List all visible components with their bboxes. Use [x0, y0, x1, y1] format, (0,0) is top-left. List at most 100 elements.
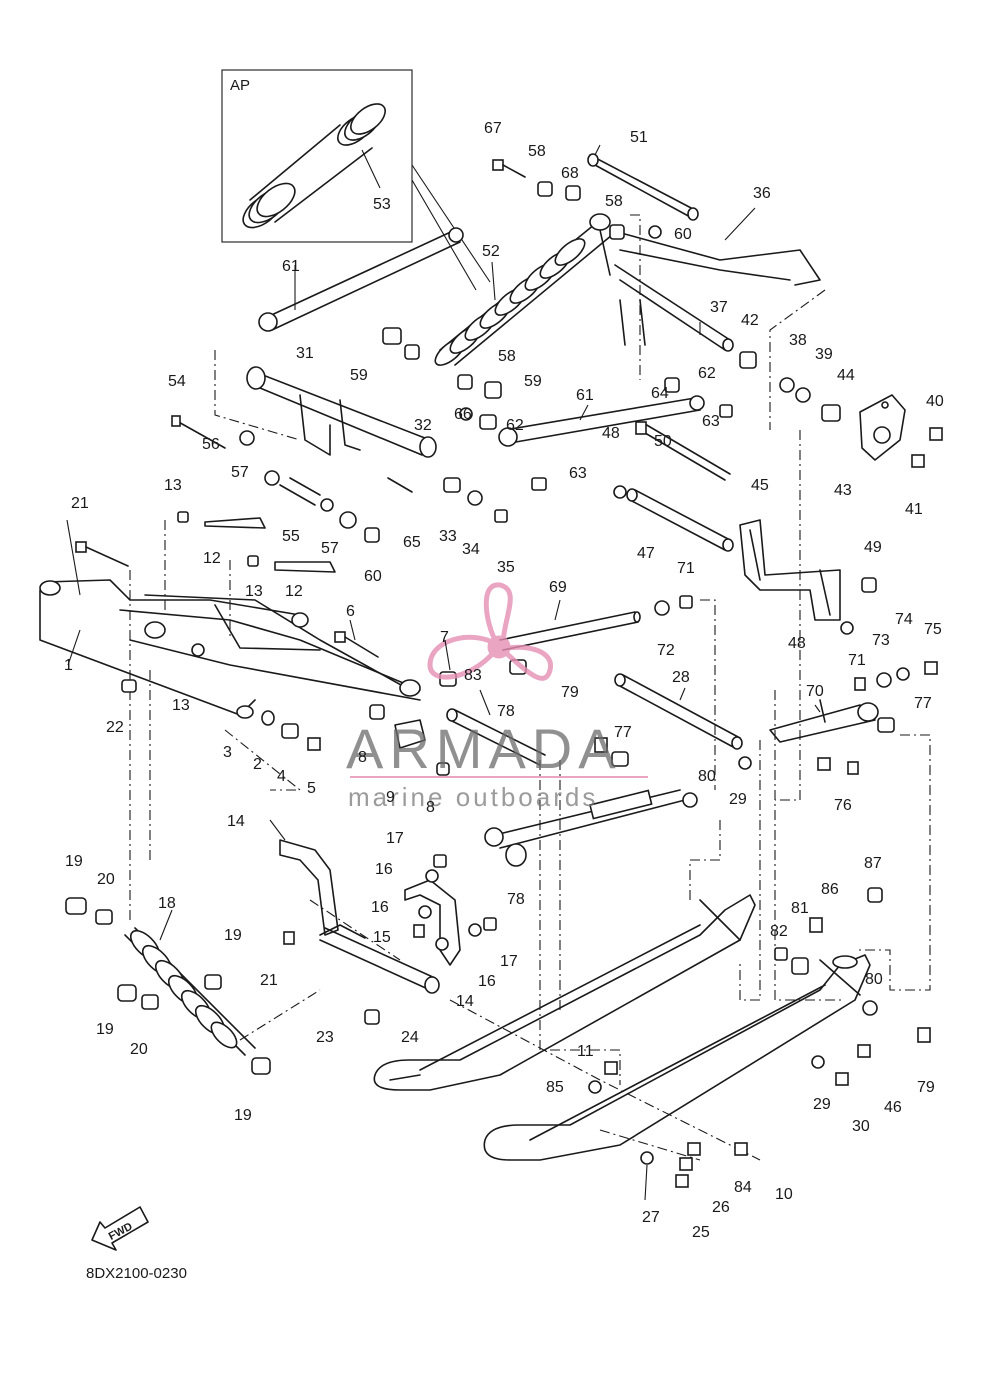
callout-49: 49: [864, 539, 882, 556]
callout-42: 42: [741, 312, 759, 329]
callout-81: 81: [791, 900, 809, 917]
callout-75: 75: [924, 621, 942, 638]
shaft-83: [446, 708, 546, 766]
assembly-guide-lines: [129, 214, 931, 1161]
shaft-28: [614, 673, 743, 750]
callout-57b: 57: [321, 540, 339, 557]
callout-51: 51: [630, 129, 648, 146]
callout-37: 37: [710, 299, 728, 316]
callout-77a: 77: [614, 724, 632, 741]
callout-62a: 62: [698, 365, 716, 382]
callout-80a: 80: [698, 768, 716, 785]
callout-15: 15: [373, 929, 391, 946]
callout-48a: 48: [602, 425, 620, 442]
callout-50: 50: [654, 433, 672, 450]
callout-24: 24: [401, 1029, 419, 1046]
inset-label: AP: [230, 77, 250, 94]
callout-8a: 8: [358, 749, 367, 766]
callout-47: 47: [637, 545, 655, 562]
watermark-brand: ARMADA: [346, 717, 622, 780]
callout-34: 34: [462, 541, 480, 558]
callout-44: 44: [837, 367, 855, 384]
callout-76: 76: [834, 797, 852, 814]
callout-57a: 57: [231, 464, 249, 481]
callout-86: 86: [821, 881, 839, 898]
callout-10: 10: [775, 1186, 793, 1203]
callout-58c: 58: [498, 348, 516, 365]
callout-28: 28: [672, 669, 690, 686]
rod-47: [626, 488, 734, 552]
link-rod-61-upper: [258, 227, 464, 332]
callout-67: 67: [484, 120, 502, 137]
callout-8b: 8: [426, 799, 435, 816]
callout-27: 27: [642, 1209, 660, 1226]
callout-40: 40: [926, 393, 944, 410]
callout-62b: 62: [506, 417, 524, 434]
callout-38: 38: [789, 332, 807, 349]
callout-71b: 71: [848, 652, 866, 669]
callout-6: 6: [346, 603, 355, 620]
callout-60a: 60: [674, 226, 692, 243]
callout-18: 18: [158, 895, 176, 912]
callout-58a: 58: [528, 143, 546, 160]
callout-22: 22: [106, 719, 124, 736]
strap-14: [279, 839, 461, 966]
callout-79a: 79: [561, 684, 579, 701]
callout-4: 4: [277, 768, 286, 785]
callout-36: 36: [753, 185, 771, 202]
leader-53: [361, 149, 381, 189]
callout-35: 35: [497, 559, 515, 576]
callout-61a: 61: [282, 258, 300, 275]
front-shock-18: [124, 927, 256, 1056]
callout-78a: 78: [497, 703, 515, 720]
fwd-arrow: FWD: [91, 1206, 149, 1251]
callout-65: 65: [403, 534, 421, 551]
callout-14b: 14: [456, 993, 474, 1010]
callout-69: 69: [549, 579, 567, 596]
callout-31: 31: [296, 345, 314, 362]
callout-16c: 16: [478, 973, 496, 990]
callout-53: 53: [373, 196, 391, 213]
callout-13a: 13: [164, 477, 182, 494]
arm-31: [246, 366, 437, 458]
callout-79b: 79: [917, 1079, 935, 1096]
callout-19c: 19: [96, 1021, 114, 1038]
callout-16b: 16: [371, 899, 389, 916]
callout-23: 23: [316, 1029, 334, 1046]
callout-29b: 29: [813, 1096, 831, 1113]
ski-runner-right: [483, 954, 871, 1161]
link-rod-61-lower: [498, 395, 705, 447]
callout-41: 41: [905, 501, 923, 518]
leader-lines: [66, 144, 821, 1201]
shaft-69: [499, 611, 641, 651]
callout-58b: 58: [605, 193, 623, 210]
armada-watermark: ARMADA marine outboards: [346, 582, 648, 812]
bracket-45: [739, 519, 841, 621]
callout-55: 55: [282, 528, 300, 545]
callout-20a: 20: [97, 871, 115, 888]
callout-33: 33: [439, 528, 457, 545]
inset-frame: [221, 69, 413, 243]
callout-21b: 21: [260, 972, 278, 989]
callout-84: 84: [734, 1179, 752, 1196]
callout-45: 45: [751, 477, 769, 494]
callout-85: 85: [546, 1079, 564, 1096]
callout-68: 68: [561, 165, 579, 182]
callout-64: 64: [651, 385, 669, 402]
callout-21a: 21: [71, 495, 89, 512]
callout-46: 46: [884, 1099, 902, 1116]
callout-1: 1: [64, 657, 73, 674]
callout-7: 7: [440, 629, 449, 646]
callout-78b: 78: [507, 891, 525, 908]
callout-74: 74: [895, 611, 913, 628]
callout-66: 66: [454, 406, 472, 423]
callout-82: 82: [770, 923, 788, 940]
callout-29a: 29: [729, 791, 747, 808]
front-arm-1: [39, 579, 421, 719]
callout-77b: 77: [914, 695, 932, 712]
callout-83: 83: [464, 667, 482, 684]
callout-19d: 19: [234, 1107, 252, 1124]
callout-19b: 19: [224, 927, 242, 944]
